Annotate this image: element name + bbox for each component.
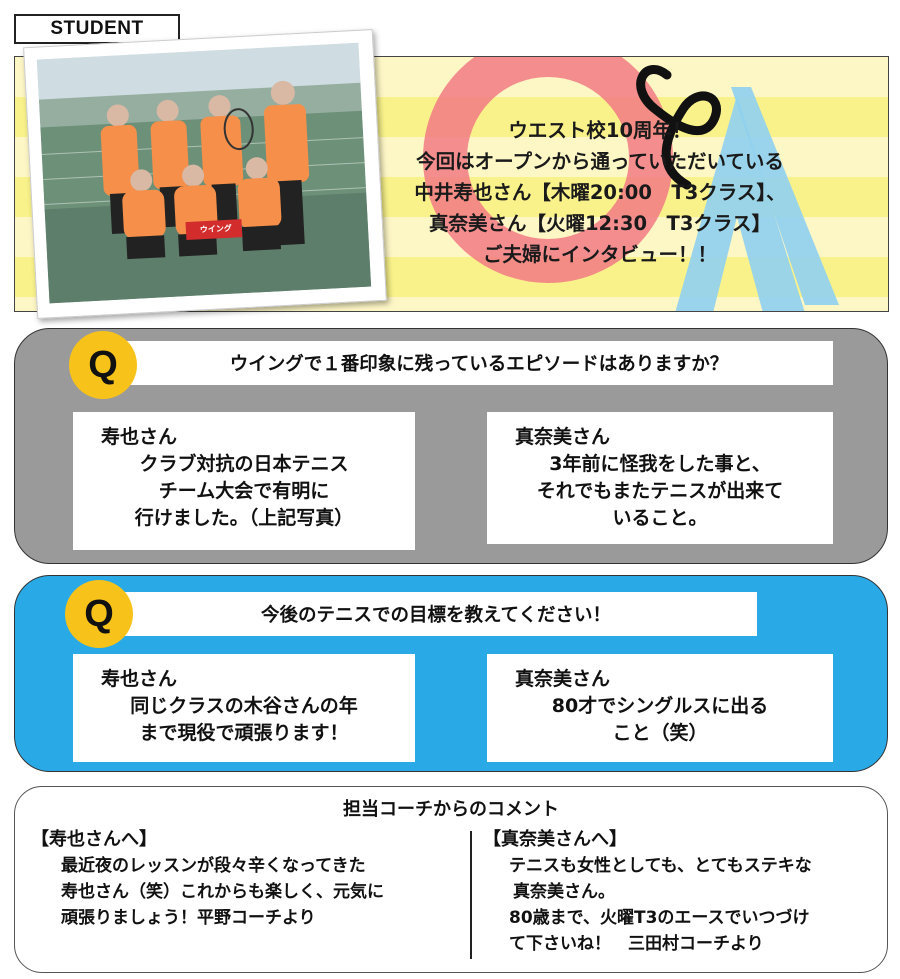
hero-line: ご夫婦にインタビュー！！ xyxy=(482,243,717,266)
team-photo-illustration xyxy=(36,42,372,304)
comment-line: て下さいね！ 三田村コーチより xyxy=(509,934,764,954)
answer-card-manami: 真奈美さん 80才でシングルスに出る こと（笑） xyxy=(487,654,833,762)
answer-line: 3年前に怪我をした事と、 xyxy=(549,453,771,475)
comment-toshiya: 【寿也さんへ】 最近夜のレッスンが段々辛くなってきた 寿也さん（笑）これからも楽… xyxy=(31,827,384,931)
answer-name: 真奈美さん xyxy=(515,668,611,690)
hero-line: ウエスト校10周年！ xyxy=(508,119,692,142)
answer-name: 寿也さん xyxy=(101,668,178,690)
ampersand-a-graphic xyxy=(636,65,839,311)
comment-divider xyxy=(470,831,472,959)
comment-line: 寿也さん（笑）これからも楽しく、元気に xyxy=(61,882,384,902)
comment-line: 真奈美さん。 xyxy=(513,882,615,902)
hero-line: 今回はオープンから通っていただいている xyxy=(416,150,784,173)
question-2-text: 今後のテニスでの目標を教えてください！ xyxy=(115,592,757,636)
answer-card-toshiya: 寿也さん クラブ対抗の日本テニス チーム大会で有明に 行けました。（上記写真） xyxy=(73,412,415,550)
answer-line: それでもまたテニスが出来て xyxy=(536,480,784,502)
answer-line: 行けました。（上記写真） xyxy=(134,507,354,529)
answer-line: クラブ対抗の日本テニス xyxy=(139,453,349,475)
question-section-2: 今後のテニスでの目標を教えてください！ Q 寿也さん 同じクラスの木谷さんの年 … xyxy=(14,575,888,772)
answer-line: こと（笑） xyxy=(612,722,708,744)
hero-intro-text: ウエスト校10周年！ 今回はオープンから通っていただいている 中井寿也さん【木曜… xyxy=(335,115,865,270)
answer-name: 寿也さん xyxy=(101,426,178,448)
comment-line: 最近夜のレッスンが段々辛くなってきた xyxy=(61,856,366,876)
team-photo-frame: ウイング xyxy=(23,29,387,319)
q-badge-icon: Q xyxy=(69,331,137,399)
coach-comment-section: 担当コーチからのコメント 【寿也さんへ】 最近夜のレッスンが段々辛くなってきた … xyxy=(14,786,888,973)
comment-line: テニスも女性としても、とてもステキな xyxy=(509,856,812,876)
comment-line: 80歳まで、火曜T3のエースでいつづけ xyxy=(509,908,810,928)
answer-card-toshiya: 寿也さん 同じクラスの木谷さんの年 まで現役で頑張ります！ xyxy=(73,654,415,762)
team-photo: ウイング xyxy=(36,42,372,304)
comment-heading: 【寿也さんへ】 xyxy=(31,829,157,850)
answer-line: まで現役で頑張ります！ xyxy=(139,722,349,744)
answer-line: いること。 xyxy=(612,507,708,529)
answer-line: 同じクラスの木谷さんの年 xyxy=(130,695,358,717)
answer-line: チーム大会で有明に xyxy=(158,480,330,502)
hero-line: 真奈美さん【火曜12:30 T3クラス】 xyxy=(428,212,772,235)
comment-manami: 【真奈美さんへ】 テニスも女性としても、とてもステキな 真奈美さん。 80歳まで… xyxy=(483,827,812,957)
question-section-1: ウイングで１番印象に残っているエピソードはありますか？ Q 寿也さん クラブ対抗… xyxy=(14,328,888,564)
comment-heading: 【真奈美さんへ】 xyxy=(483,829,627,850)
hero-line: 中井寿也さん【木曜20:00 T3クラス】、 xyxy=(414,181,786,204)
q-badge-icon: Q xyxy=(65,580,133,648)
answer-card-manami: 真奈美さん 3年前に怪我をした事と、 それでもまたテニスが出来て いること。 xyxy=(487,412,833,544)
answer-line: 80才でシングルスに出る xyxy=(551,695,769,717)
answer-name: 真奈美さん xyxy=(515,426,611,448)
photo-banner-text: ウイング xyxy=(199,223,233,235)
question-1-text: ウイングで１番印象に残っているエピソードはありますか？ xyxy=(125,341,833,385)
comment-line: 頑張りましょう！平野コーチより xyxy=(61,908,316,928)
student-tag: STUDENT xyxy=(14,14,180,44)
comment-title: 担当コーチからのコメント xyxy=(343,799,559,820)
